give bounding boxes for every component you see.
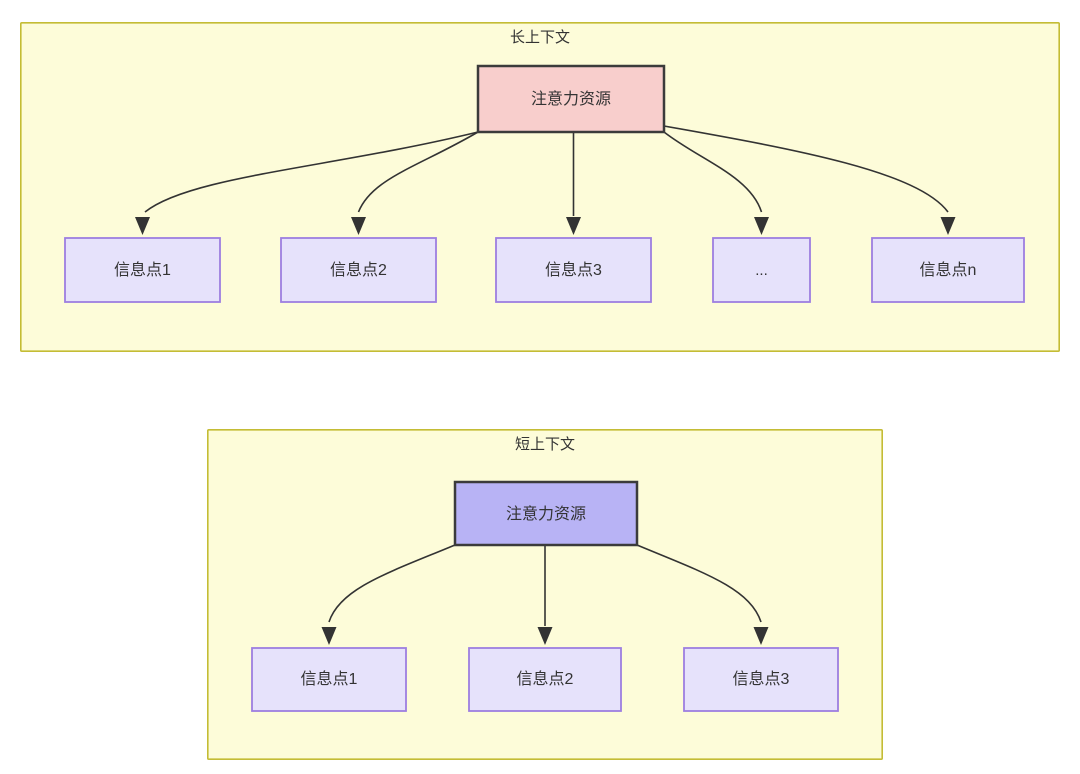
edge-root-to-info3 (636, 544, 762, 623)
node-rect[interactable] (251, 647, 407, 712)
node-rect[interactable] (495, 237, 652, 303)
long-context-root-node[interactable]: 注意力资源 (476, 64, 666, 134)
arrowhead-infon (940, 217, 956, 235)
node-rect[interactable] (871, 237, 1025, 303)
short-context-title: 短上下文 (515, 436, 575, 453)
short-context-root-node[interactable]: 注意力资源 (453, 480, 639, 547)
edge-root-to-infon (663, 125, 949, 213)
arrowhead-info3 (566, 217, 581, 235)
node-label: 信息点n (920, 261, 977, 279)
root-node-rect-blue[interactable] (453, 480, 639, 547)
arrowhead-info3 (753, 627, 769, 645)
arrowhead-info2 (351, 217, 366, 235)
arrowhead-info1 (135, 217, 150, 235)
node-info-point-1[interactable]: 信息点1 (251, 647, 407, 712)
root-node-label: 注意力资源 (506, 504, 586, 523)
node-info-point-n[interactable]: 信息点n (871, 237, 1025, 303)
root-node-label: 注意力资源 (531, 89, 611, 108)
node-info-point-2[interactable]: 信息点2 (280, 237, 437, 303)
node-rect[interactable] (280, 237, 437, 303)
group-long-context: 长上下文 注意 (19, 21, 1061, 352)
root-node-rect-pink[interactable] (476, 64, 666, 134)
group-short-context: 短上下文 注意力资源 信息点1 (207, 428, 884, 760)
long-context-edges (135, 125, 956, 235)
node-label: 信息点2 (517, 670, 574, 688)
short-context-edges (321, 544, 769, 645)
node-label: 信息点2 (330, 261, 387, 279)
node-info-point-ellipsis[interactable]: ... (712, 237, 811, 303)
node-label: 信息点1 (114, 261, 171, 279)
node-label: 信息点1 (301, 670, 358, 688)
short-context-child-nodes: 信息点1 信息点2 信息点3 (251, 647, 839, 712)
edge-root-to-info1 (144, 131, 479, 213)
edge-root-to-ellipsis (663, 131, 763, 213)
long-context-title: 长上下文 (510, 29, 570, 46)
node-info-point-1[interactable]: 信息点1 (64, 237, 221, 303)
node-info-point-2[interactable]: 信息点2 (468, 647, 622, 712)
arrowhead-ellipsis (754, 217, 769, 235)
node-info-point-3[interactable]: 信息点3 (495, 237, 652, 303)
arrowhead-info1 (321, 627, 337, 645)
node-rect[interactable] (712, 237, 811, 303)
node-rect[interactable] (683, 647, 839, 712)
long-context-child-nodes: 信息点1 信息点2 信息点3 ... 信息点n (64, 237, 1025, 303)
node-label: 信息点3 (733, 670, 790, 688)
node-rect[interactable] (468, 647, 622, 712)
node-info-point-3[interactable]: 信息点3 (683, 647, 839, 712)
edge-root-to-info1 (328, 544, 456, 623)
arrowhead-info2 (537, 627, 553, 645)
node-label: ... (755, 262, 768, 279)
node-rect[interactable] (64, 237, 221, 303)
node-label: 信息点3 (545, 261, 602, 279)
edge-root-to-info2 (357, 131, 479, 213)
